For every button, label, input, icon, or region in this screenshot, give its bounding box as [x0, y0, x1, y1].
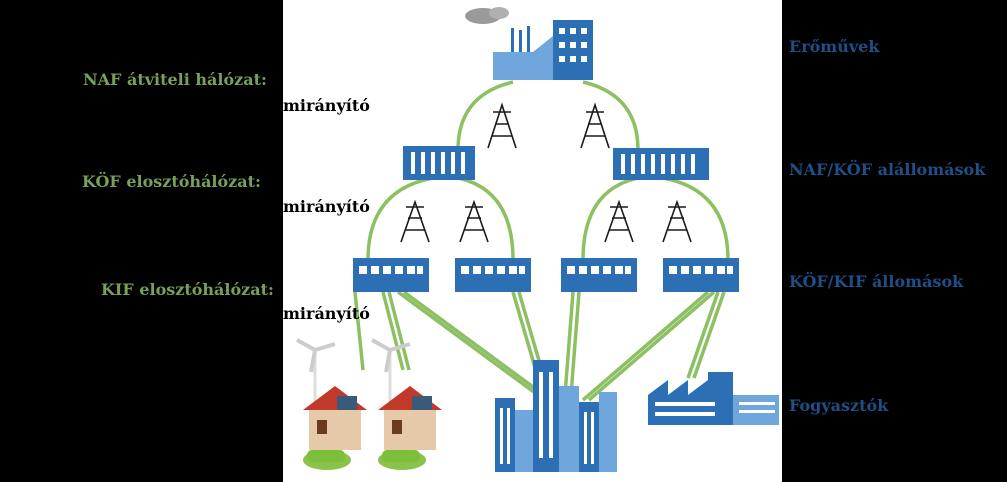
label-naf-network: NAF átviteli hálózat:: [83, 70, 267, 89]
factory-icon: [648, 372, 779, 425]
label-kof-network: KÖF elosztóhálózat:: [82, 172, 261, 191]
label-consumers: Fogyasztók: [789, 396, 889, 415]
label-kif-network: KIF elosztóhálózat:: [101, 280, 274, 299]
controller-fragment-kof: mirányító: [283, 197, 370, 216]
network-lines: [353, 80, 730, 402]
substation-icon: [403, 146, 709, 180]
station-icon: [353, 258, 739, 292]
power-plant-icon: [465, 7, 593, 80]
transmission-tower-icon: [400, 102, 692, 243]
power-grid-diagram: [296, 7, 779, 472]
label-power-plants: Erőművek: [789, 37, 880, 56]
controller-fragment-kif: mirányító: [283, 304, 370, 323]
city-buildings-icon: [495, 360, 617, 472]
wind-house-icon: [296, 338, 442, 470]
label-naf-kof-substations: NAF/KÖF alállomások: [789, 160, 986, 179]
label-kof-kif-stations: KÖF/KIF állomások: [789, 272, 964, 291]
controller-fragment-naf: mirányító: [283, 96, 370, 115]
